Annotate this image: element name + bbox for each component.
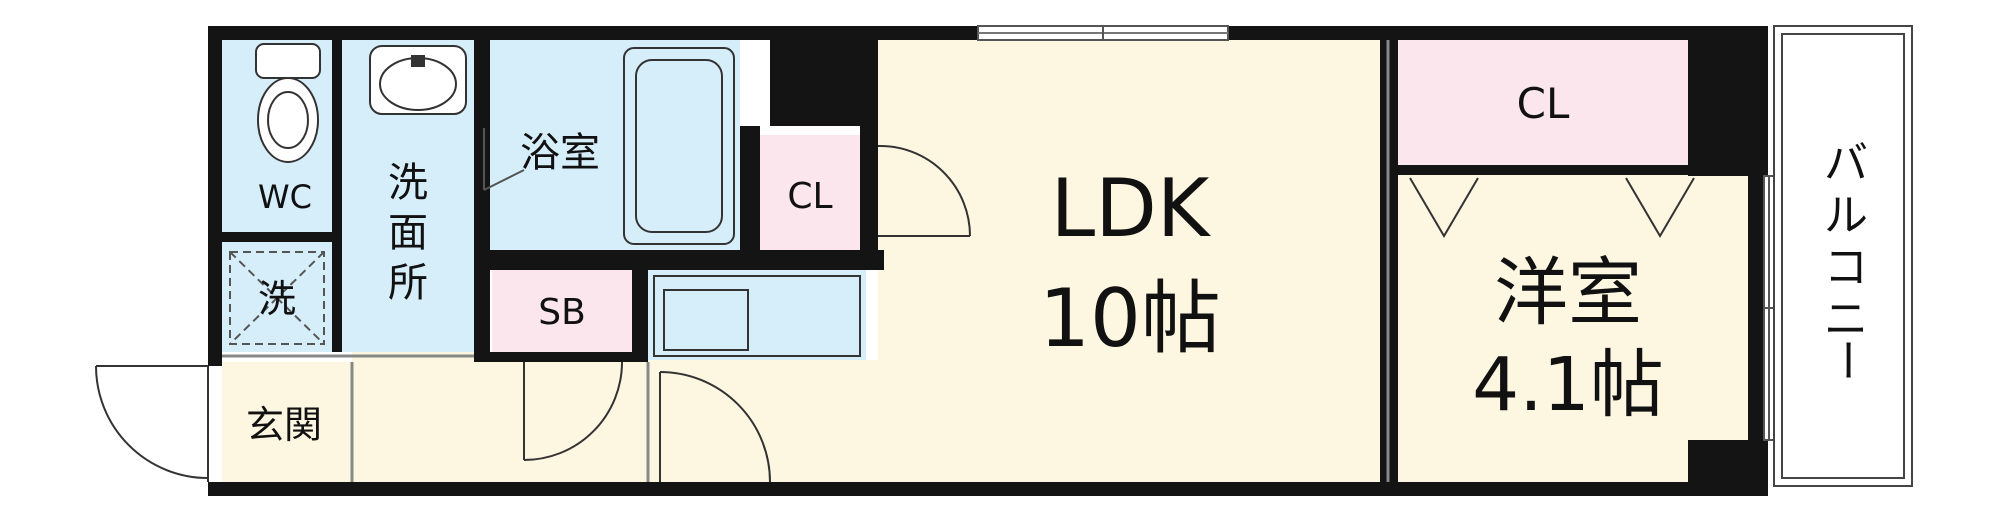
- balcony-label-2: ル: [1824, 190, 1868, 241]
- top-window: [977, 25, 1229, 41]
- entrance-label: 玄関: [246, 403, 322, 447]
- partitions: [222, 40, 1390, 482]
- entrance-door-icon: [95, 365, 209, 482]
- bedroom-floor: [1398, 175, 1748, 482]
- balcony-label-5: ー: [1821, 338, 1872, 382]
- laundry-label: 洗: [258, 277, 296, 321]
- washroom-label-1: 洗: [388, 160, 428, 206]
- toilet-icon: [255, 43, 321, 163]
- bathtub-icon: [623, 47, 735, 245]
- balcony-label-4: ニ: [1824, 294, 1868, 345]
- bedroom-closet-floor: [1398, 40, 1688, 165]
- outer-walls: [208, 26, 1768, 496]
- kitchen-floor: [648, 270, 866, 362]
- kitchen-sink-icon: [653, 275, 861, 357]
- ldk-size-label: 10帖: [1039, 272, 1221, 365]
- entrance-floor: [222, 362, 352, 482]
- ldk-floor: [648, 360, 1388, 482]
- wc-label: WC: [258, 178, 312, 216]
- laundry-pan-icon: [229, 251, 325, 345]
- balcony-label-3: コ: [1824, 242, 1868, 293]
- ldk-floor-main: [878, 40, 1388, 370]
- washroom-label-2: 面: [388, 210, 428, 256]
- shoebox-label: SB: [538, 292, 586, 333]
- bedroom-name-label: 洋室: [1494, 250, 1642, 336]
- ldk-door-icon: [659, 371, 771, 483]
- ldk-closet-label: CL: [787, 176, 832, 217]
- bath-floor: [490, 40, 740, 250]
- bedroom-closet-label: CL: [1517, 79, 1570, 128]
- bath-label: 浴室: [520, 130, 600, 176]
- ldk-closet-floor: [760, 135, 860, 253]
- washroom-label-3: 所: [388, 260, 428, 306]
- shoebox-floor: [492, 270, 632, 352]
- bath-door-icon: [483, 128, 525, 191]
- balcony: [1773, 25, 1913, 487]
- basin-icon: [369, 45, 467, 115]
- bedroom-size-label: 4.1帖: [1472, 342, 1664, 428]
- balcony-label-1: バ: [1824, 138, 1868, 189]
- ldk-name-label: LDK: [1051, 162, 1212, 255]
- hall-door-icon: [523, 361, 623, 461]
- closet-door-icon: [877, 144, 971, 237]
- hall-floor: [352, 352, 648, 482]
- balcony-window: [1763, 175, 1775, 441]
- bedroom-closet-doors-icon: [1409, 177, 1695, 238]
